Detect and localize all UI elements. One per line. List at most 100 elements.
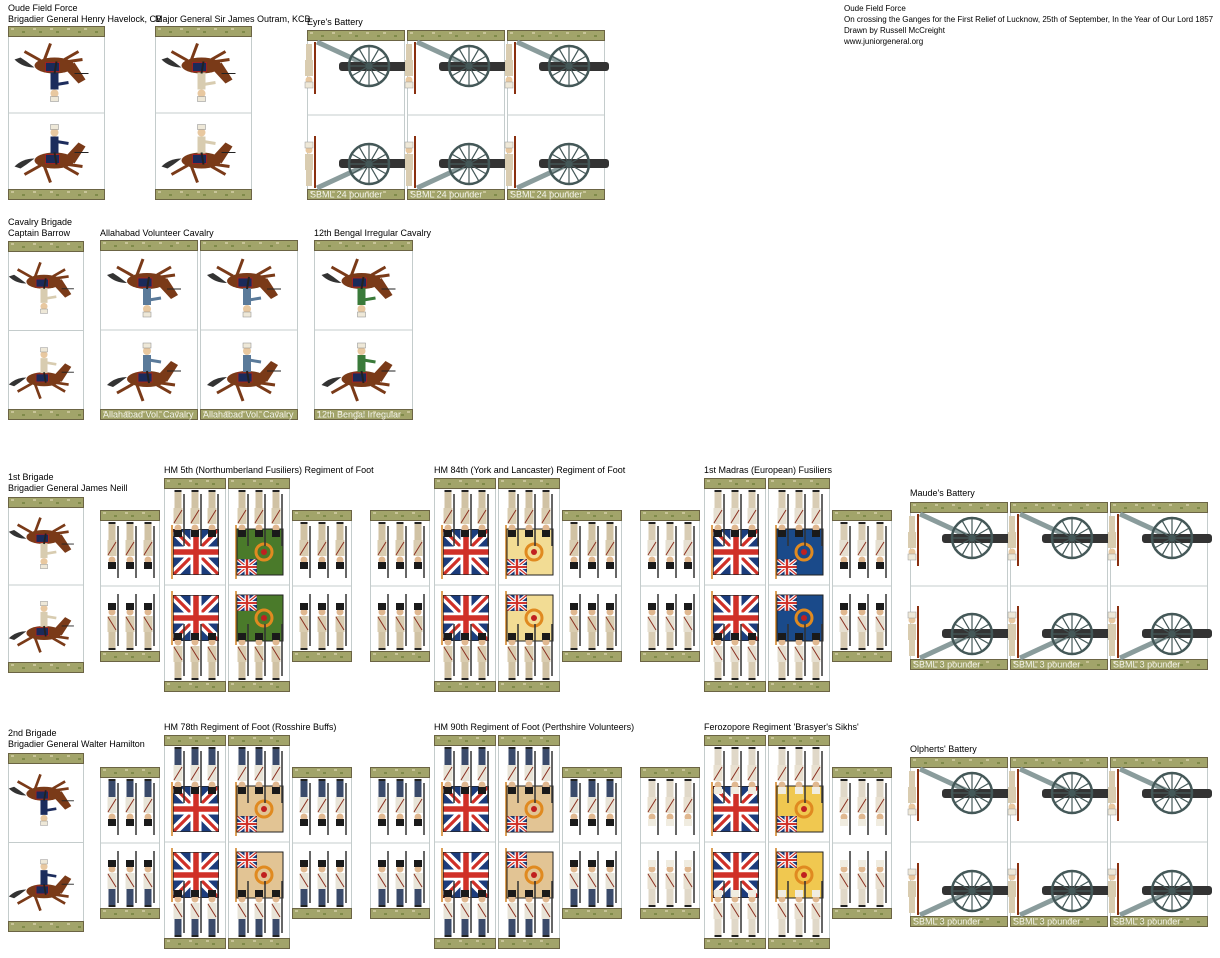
grass-speck xyxy=(33,499,36,501)
grass-speck xyxy=(482,740,485,742)
gunner-legs xyxy=(1009,897,1015,913)
crossbelt xyxy=(173,509,183,524)
figure-top-half xyxy=(173,490,185,546)
grass-speck xyxy=(287,245,290,247)
card-caption: SBML 3 pounder xyxy=(1113,660,1180,670)
wheel-hub xyxy=(1068,534,1076,542)
trousers xyxy=(795,662,803,679)
head xyxy=(144,556,152,564)
crossbelt xyxy=(395,873,405,888)
gun-wheel-icon xyxy=(347,44,391,88)
crossbelt xyxy=(271,766,281,781)
rider-head xyxy=(50,128,59,137)
grass-speck xyxy=(846,913,849,915)
wheel-hub xyxy=(565,62,573,70)
horse-leg xyxy=(68,163,83,168)
crossbelt xyxy=(839,873,849,888)
horse-leg xyxy=(63,165,80,176)
union-flag xyxy=(507,816,527,832)
crossbelt xyxy=(747,646,757,661)
grass-speck xyxy=(583,32,586,34)
grass-speck xyxy=(377,35,380,37)
crossbelt xyxy=(143,616,153,631)
horseman xyxy=(8,347,74,400)
cap xyxy=(126,603,134,610)
figure-top-half xyxy=(377,522,389,578)
crossbelt xyxy=(587,541,597,556)
trousers xyxy=(812,919,820,936)
card-caption: SBML 3 pounder xyxy=(913,660,980,670)
grass-speck xyxy=(203,194,206,196)
trousers xyxy=(666,523,674,540)
infantry-figure xyxy=(143,779,155,835)
unit-title-line: 12th Bengal Irregular Cavalry xyxy=(314,228,432,238)
head xyxy=(731,781,739,789)
cap xyxy=(570,603,578,610)
cap xyxy=(714,633,722,640)
unit-title-line: HM 90th Regiment of Foot (Perthshire Vol… xyxy=(434,722,635,732)
infantry-figure xyxy=(443,881,455,937)
figure-top-half xyxy=(1007,511,1112,566)
grass-speck xyxy=(1152,661,1155,663)
trousers xyxy=(648,780,656,797)
head xyxy=(108,813,116,821)
grass-speck xyxy=(390,411,393,413)
infantry-figure xyxy=(125,594,137,650)
cap xyxy=(840,819,848,826)
crossbelt xyxy=(443,646,453,661)
horse-leg xyxy=(210,50,227,61)
gunner-legs xyxy=(1109,516,1115,532)
head xyxy=(378,608,386,616)
figure-bottom-half xyxy=(299,594,311,650)
boots xyxy=(336,905,344,907)
head xyxy=(444,638,452,646)
grass-speck xyxy=(418,772,421,774)
trousers xyxy=(461,491,469,508)
cap xyxy=(666,603,674,610)
head xyxy=(191,638,199,646)
trousers xyxy=(478,491,486,508)
grass-speck xyxy=(248,414,251,416)
horse-leg xyxy=(56,381,69,386)
gunner-jacket xyxy=(1008,624,1016,640)
figure-bottom-half xyxy=(875,851,887,907)
head xyxy=(812,895,820,903)
crossbelt xyxy=(299,798,309,813)
trousers xyxy=(208,919,216,936)
boots xyxy=(174,747,182,749)
grass-speck xyxy=(421,35,424,37)
grass-speck xyxy=(501,940,504,942)
trousers xyxy=(191,491,199,508)
helmet xyxy=(142,342,152,349)
head xyxy=(144,813,152,821)
gunner xyxy=(304,136,316,188)
artillery-card: SBML 24 pounder xyxy=(504,30,609,200)
grass-speck xyxy=(328,414,331,416)
trousers xyxy=(648,632,656,649)
boots xyxy=(684,522,692,524)
trousers xyxy=(858,889,866,906)
infantry-figure xyxy=(143,851,155,907)
crossbelt xyxy=(207,766,217,781)
head xyxy=(570,556,578,564)
horse-tail xyxy=(161,158,182,169)
grass-speck xyxy=(958,507,961,509)
grass-speck xyxy=(259,483,262,485)
grass-speck xyxy=(913,918,916,920)
grass-speck xyxy=(665,512,668,514)
grass-speck xyxy=(718,686,721,688)
wreath xyxy=(794,542,814,562)
grass-speck xyxy=(752,943,755,945)
trousers xyxy=(208,662,216,679)
cap xyxy=(336,603,344,610)
helmet xyxy=(357,342,366,349)
cap xyxy=(525,633,533,640)
horse-leg xyxy=(52,383,66,393)
commander-card xyxy=(8,241,84,420)
crossbelt xyxy=(125,873,135,888)
grass-speck xyxy=(913,661,916,663)
grass-speck xyxy=(340,772,343,774)
grass-speck xyxy=(846,515,849,517)
infantry-figure xyxy=(125,522,137,578)
grass-speck xyxy=(418,656,421,658)
